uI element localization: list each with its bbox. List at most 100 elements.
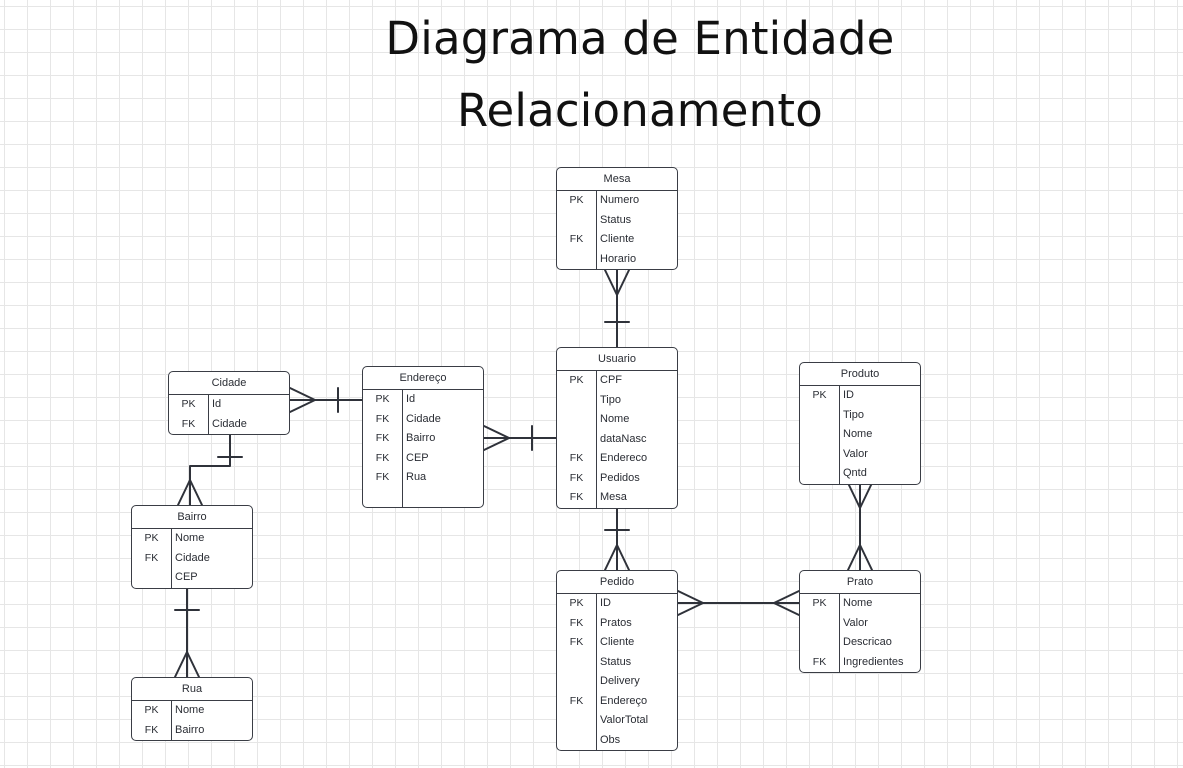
attribute-name: Endereco (600, 452, 648, 464)
attribute-row: dataNasc (557, 430, 677, 450)
attribute-name: Nome (175, 704, 205, 716)
key-label: PK (569, 597, 584, 609)
entity-name: Cidade (169, 372, 289, 395)
key-label: FK (375, 471, 390, 483)
attribute-name: Delivery (600, 675, 640, 687)
connector-cidade-endereco (289, 387, 363, 413)
entity-name: Endereço (363, 367, 483, 390)
key-label: PK (375, 393, 390, 405)
attribute-row: CEP (132, 568, 252, 588)
attribute-row: Valor (800, 445, 920, 465)
attribute-name: Cidade (406, 412, 441, 425)
key-label (800, 464, 839, 484)
attribute-row: Horario (557, 250, 677, 270)
attribute-name: ValorTotal (600, 714, 649, 726)
key-label (800, 633, 839, 653)
attribute-name: Endereço (600, 694, 648, 707)
attribute-name: CEP (406, 451, 429, 464)
key-label: FK (375, 451, 390, 464)
attribute-row: Tipo (557, 391, 677, 411)
key-label: PK (812, 597, 827, 609)
key-label: FK (569, 616, 584, 629)
attribute-row: Status (557, 653, 677, 673)
diagram-title-line-2: Relacionamento (457, 84, 823, 137)
attribute-name: Numero (600, 194, 640, 206)
attribute-name: Obs (600, 733, 621, 746)
attribute-name: Qntd (843, 467, 867, 479)
key-label (557, 410, 596, 430)
entity-name: Usuario (557, 348, 677, 371)
attribute-name: Status (600, 213, 632, 226)
attribute-row: Descricao (800, 633, 920, 653)
attribute-row: Obs (557, 731, 677, 751)
key-label (800, 425, 839, 445)
attribute-name: Status (600, 655, 632, 668)
attribute-row: Delivery (557, 672, 677, 692)
attribute-name: Pratos (600, 616, 632, 629)
attribute-name: Pedidos (600, 471, 640, 484)
attribute-name: Cliente (600, 636, 635, 648)
attribute-row (363, 488, 483, 508)
attribute-name: Tipo (600, 393, 621, 406)
key-label: FK (569, 471, 584, 484)
key-label (557, 731, 596, 751)
entity-name: Rua (132, 678, 252, 701)
key-label: PK (569, 194, 584, 206)
attribute-row: FK Endereco (557, 449, 677, 469)
attribute-row: ValorTotal (557, 711, 677, 731)
key-label (557, 430, 596, 450)
attribute-row: Status (557, 211, 677, 231)
key-label: FK (569, 452, 584, 464)
key-label: FK (569, 694, 584, 707)
attribute-row: Valor (800, 614, 920, 634)
key-label: FK (569, 636, 584, 648)
attribute-name (402, 488, 406, 508)
attribute-name: Rua (406, 471, 427, 483)
key-label: FK (375, 412, 390, 425)
connector-bairro-rua (174, 587, 200, 678)
diagram-title-line-1: Diagrama de Entidade (385, 12, 895, 65)
attribute-name: Cliente (600, 233, 635, 245)
attribute-row: Nome (557, 410, 677, 430)
key-label (557, 211, 596, 231)
key-label: PK (144, 532, 159, 544)
entity-name: Bairro (132, 506, 252, 529)
attribute-name: Valor (843, 616, 868, 629)
key-label: FK (375, 432, 390, 444)
attribute-row: FK Endereço (557, 692, 677, 712)
key-label (132, 568, 171, 588)
key-label (800, 614, 839, 634)
key-label: FK (181, 417, 196, 430)
attribute-name: dataNasc (600, 432, 647, 445)
entity-name: Produto (800, 363, 920, 386)
attribute-name: Ingredientes (843, 655, 904, 668)
key-label: FK (144, 551, 159, 564)
